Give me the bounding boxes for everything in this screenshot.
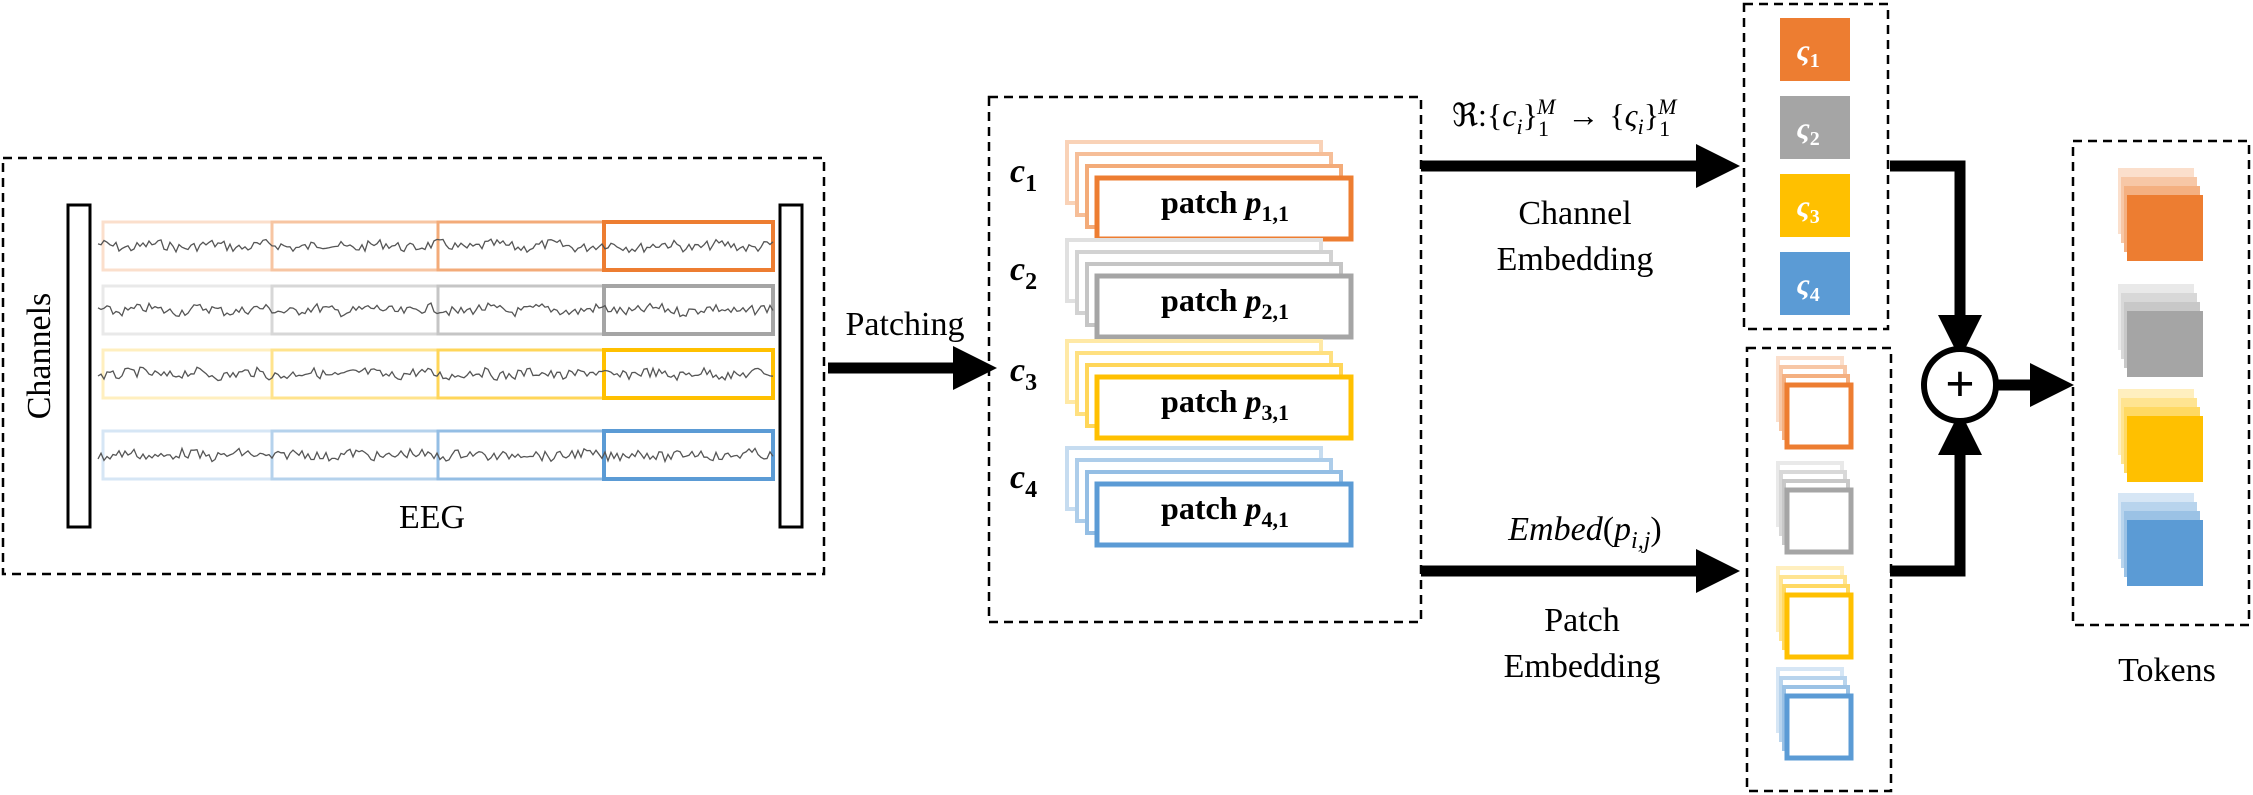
patch-box xyxy=(1094,481,1354,548)
patch-subscript: 1,1 xyxy=(1261,201,1289,226)
channel-to-sum-connector xyxy=(1890,160,1982,359)
right-electrode-bar xyxy=(778,203,804,529)
eeg-waveform xyxy=(97,238,774,254)
eeg-waveform xyxy=(97,301,774,318)
embed-formula: Embed(pi,j) xyxy=(1507,511,1661,554)
patch-embedding-label-line2: Embedding xyxy=(1504,648,1661,685)
eeg-signal-rows xyxy=(97,220,775,481)
channel-embedding-label: ς4 xyxy=(1796,268,1819,306)
patch-box xyxy=(1094,273,1354,340)
channel-symbol: c xyxy=(1010,153,1025,190)
patch-subscript: 4,1 xyxy=(1261,507,1289,532)
patch-label: patch p2,1 xyxy=(1161,282,1289,324)
eeg-segment-box xyxy=(602,348,775,400)
eeg-segment-box xyxy=(101,348,274,400)
sigma-subscript: 1 xyxy=(1810,50,1820,72)
eeg-segment-box xyxy=(270,348,440,400)
channel-label: c3 xyxy=(1010,352,1037,396)
patch-label: patch p4,1 xyxy=(1161,490,1289,532)
channel-embedding-box xyxy=(1780,252,1850,315)
channel-embedding-box xyxy=(1780,18,1850,81)
channel-embedding-box xyxy=(1780,96,1850,159)
channel-embedding-label: ς3 xyxy=(1796,190,1819,228)
channel-label: c1 xyxy=(1010,153,1037,197)
channel-subscript: 2 xyxy=(1025,269,1037,295)
patch-word: patch xyxy=(1161,184,1245,220)
token-block xyxy=(2127,311,2203,377)
sigma-subscript: 3 xyxy=(1810,206,1820,228)
sigma-symbol: ς xyxy=(1796,268,1810,301)
sigma-subscript: 4 xyxy=(1810,284,1820,306)
patching-label: Patching xyxy=(846,306,965,343)
sigma-symbol: ς xyxy=(1796,190,1810,223)
channel-embedding-label: ς2 xyxy=(1796,112,1819,150)
patch-label: patch p1,1 xyxy=(1161,184,1289,226)
patch-symbol: p xyxy=(1242,184,1261,220)
patch-symbol: p xyxy=(1242,383,1261,419)
patch-embedding-label-line1: Patch xyxy=(1544,602,1620,639)
patch-word: patch xyxy=(1161,282,1245,318)
channel-embedding-label-line2: Embedding xyxy=(1497,241,1654,278)
token-block xyxy=(2127,195,2203,261)
token-block xyxy=(2127,416,2203,482)
eeg-label: EEG xyxy=(399,499,465,536)
patch-symbol: p xyxy=(1242,490,1261,526)
channel-symbol: c xyxy=(1010,352,1025,389)
tokens-label: Tokens xyxy=(2118,652,2216,689)
token-block xyxy=(2127,520,2203,586)
eeg-segment-box xyxy=(436,220,606,272)
patch-box xyxy=(1094,374,1354,441)
channel-embedding-label: ς1 xyxy=(1796,34,1819,72)
channels-label: Channels xyxy=(21,293,58,420)
channel-label: c4 xyxy=(1010,459,1037,503)
channel-embedding-label-line1: Channel xyxy=(1518,195,1631,232)
channel-symbol: c xyxy=(1010,251,1025,288)
eeg-waveform xyxy=(97,446,774,464)
channel-subscript: 4 xyxy=(1025,477,1037,503)
patch-dashed-frame xyxy=(987,95,1423,624)
sum-node-plus: + xyxy=(1945,356,1975,413)
eeg-waveform xyxy=(97,366,774,382)
patch-subscript: 2,1 xyxy=(1261,299,1289,324)
sigma-symbol: ς xyxy=(1796,112,1810,145)
left-electrode-bar xyxy=(66,203,92,529)
channel-subscript: 3 xyxy=(1025,370,1037,396)
channel-embedding-dashed-frame xyxy=(1742,2,1890,331)
patch-word: patch xyxy=(1161,383,1245,419)
sigma-symbol: ς xyxy=(1796,34,1810,67)
patch-box xyxy=(1094,175,1354,242)
eeg-segment-box xyxy=(270,220,440,272)
eeg-segment-box xyxy=(436,348,606,400)
patch-embedding-box xyxy=(1784,592,1854,660)
patch-embedding-stacks xyxy=(1776,356,1854,761)
sigma-subscript: 2 xyxy=(1810,128,1820,150)
eeg-dashed-frame xyxy=(1,156,826,576)
patch-embedding-box xyxy=(1784,487,1854,555)
patch-subscript: 3,1 xyxy=(1261,400,1289,425)
patch-label: patch p3,1 xyxy=(1161,383,1289,425)
channel-embedding-box xyxy=(1780,174,1850,237)
eeg-segment-box xyxy=(436,429,606,481)
patch-word: patch xyxy=(1161,490,1245,526)
patch-symbol: p xyxy=(1242,282,1261,318)
channel-symbol: c xyxy=(1010,459,1025,496)
token-stacks xyxy=(2118,168,2203,586)
mapping-formula: ℜ:{ci}1M→{ςi}1M xyxy=(1452,94,1678,141)
patch-embedding-box xyxy=(1784,382,1854,450)
patch-embedding-box xyxy=(1784,693,1854,761)
patch-to-sum-connector xyxy=(1890,411,1982,577)
channel-subscript: 1 xyxy=(1025,171,1037,197)
channel-label: c2 xyxy=(1010,251,1037,295)
